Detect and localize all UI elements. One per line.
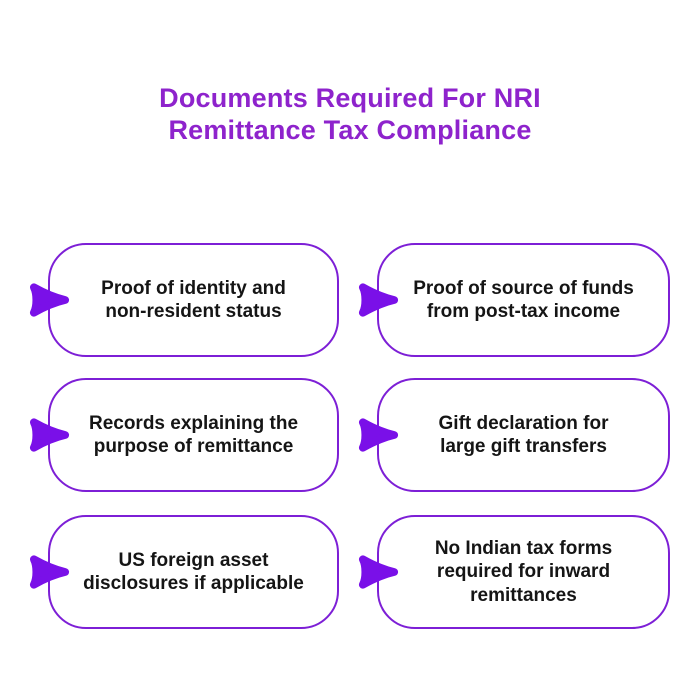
card-label: Proof of source of funds from post-tax i… — [413, 277, 634, 323]
card-gift-declaration: Gift declaration for large gift transfer… — [358, 378, 670, 492]
card-label: No Indian tax forms required for inward … — [434, 537, 613, 606]
card-us-foreign-asset: US foreign asset disclosures if applicab… — [29, 515, 339, 629]
arrow-right-icon — [357, 416, 400, 454]
card-label: Proof of identity and non-resident statu… — [101, 277, 286, 323]
arrow-right-icon — [357, 553, 400, 591]
card-label: US foreign asset disclosures if applicab… — [83, 549, 304, 595]
card-label: Records explaining the purpose of remitt… — [88, 412, 299, 458]
card-proof-of-source-funds: Proof of source of funds from post-tax i… — [358, 243, 670, 357]
arrow-right-icon — [28, 416, 71, 454]
card-no-indian-tax-forms: No Indian tax forms required for inward … — [358, 515, 670, 629]
card-proof-of-identity: Proof of identity and non-resident statu… — [29, 243, 339, 357]
card-label: Gift declaration for large gift transfer… — [438, 412, 609, 458]
arrow-right-icon — [357, 281, 400, 319]
arrow-right-icon — [28, 281, 71, 319]
page-title: Documents Required For NRI Remittance Ta… — [159, 83, 541, 145]
card-records-purpose: Records explaining the purpose of remitt… — [29, 378, 339, 492]
